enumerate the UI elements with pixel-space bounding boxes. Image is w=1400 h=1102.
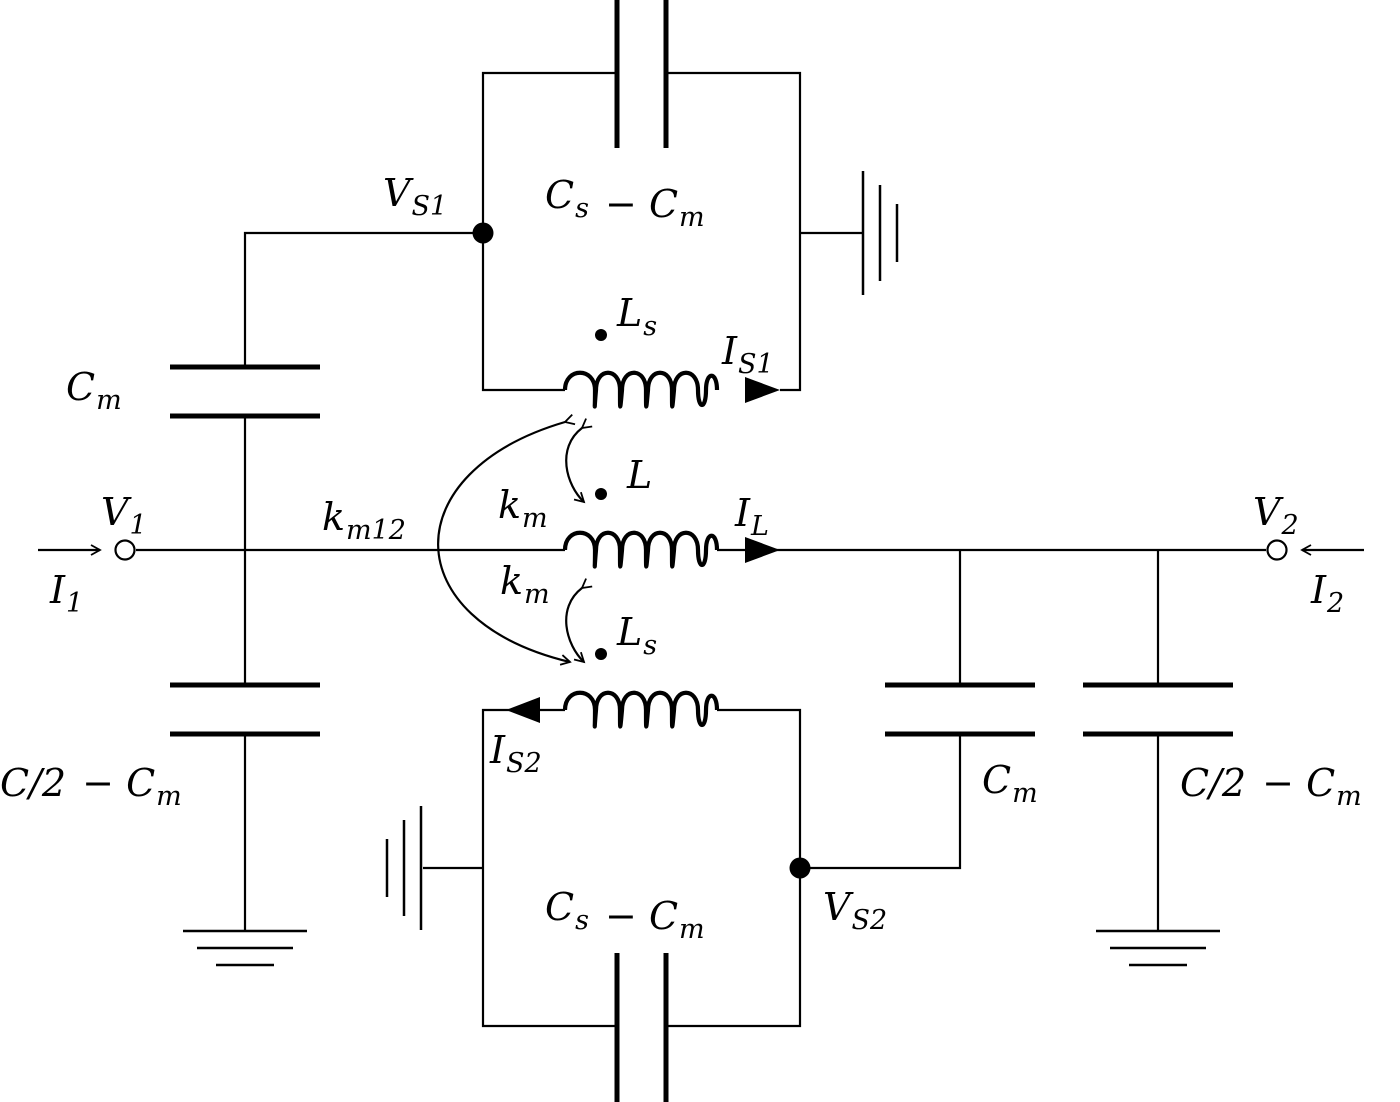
- km-upper-arrow: [565, 418, 593, 504]
- label-ls-top: Ls: [616, 291, 657, 342]
- km-lower-arrow: [565, 578, 593, 664]
- label-v1: V1: [101, 490, 147, 541]
- port-v1: [114, 539, 136, 561]
- left-branch: [170, 231, 483, 967]
- label-ls-bottom: Ls: [616, 610, 657, 661]
- ground-right: [1096, 929, 1220, 967]
- node-vs1: [472, 222, 494, 244]
- port-v2: [1266, 539, 1288, 561]
- label-vs2: VS2: [823, 885, 887, 936]
- label-v2: V2: [1253, 490, 1299, 541]
- label-cm-right: Cm: [982, 758, 1038, 809]
- km12-arrow: [437, 414, 576, 666]
- dot-ls-top: [595, 329, 607, 341]
- inductor-l: [562, 530, 720, 569]
- node-vs2: [789, 857, 811, 879]
- label-is1: IS1: [721, 329, 774, 380]
- label-l: L: [626, 453, 652, 497]
- label-cm-left: Cm: [66, 365, 122, 416]
- label-km-upper: km: [498, 483, 548, 534]
- label-km12: km12: [322, 495, 406, 546]
- label-is2: IS2: [489, 728, 542, 779]
- il-arrowhead: [745, 537, 780, 563]
- label-km-lower: km: [500, 559, 550, 610]
- label-i2: I2: [1310, 568, 1344, 619]
- is2-arrowhead: [506, 697, 540, 723]
- coupling-arrows: [437, 414, 593, 666]
- label-cs-cm-top: Cs − Cm: [545, 173, 705, 233]
- ground-left: [183, 929, 307, 967]
- label-cs-cm-bottom: Cs − Cm: [545, 885, 705, 945]
- label-i1: I1: [49, 568, 83, 619]
- is1-arrowhead: [745, 377, 780, 403]
- label-c2-cm-right: C/2 − Cm: [1180, 761, 1362, 812]
- label-vs1: VS1: [383, 171, 447, 222]
- dot-l: [595, 488, 607, 500]
- label-c2-cm-left: C/2 − Cm: [0, 761, 182, 812]
- inductor-ls-top: [562, 370, 720, 409]
- label-il: IL: [734, 491, 769, 542]
- inductor-ls-bottom: [562, 690, 720, 729]
- right-branches: [885, 550, 1233, 967]
- top-shield-loop: [472, 0, 899, 392]
- bottom-shield-loop: [385, 708, 962, 1102]
- dot-ls-bottom: [595, 648, 607, 660]
- ground-top-right: [861, 171, 899, 295]
- ground-bottom-left: [385, 806, 423, 930]
